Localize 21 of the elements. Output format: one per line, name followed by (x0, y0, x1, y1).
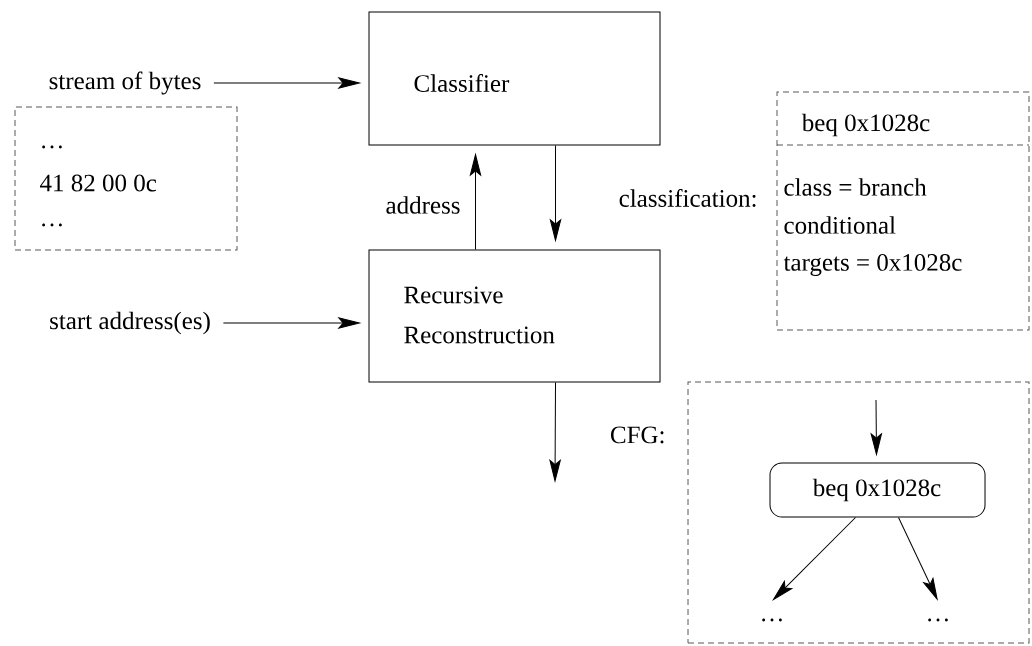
arrow (549, 145, 562, 241)
arrow (898, 517, 938, 600)
ellipsis-text: … (928, 618, 948, 622)
data-box: beq 0x1028c class = branch conditional targets = 0x1028c (776, 91, 1030, 331)
edge-label: classification: (616, 187, 760, 209)
basic-block: beq 0x1028c (769, 462, 986, 518)
arrow (222, 317, 360, 329)
input-label: start address(es) (50, 311, 210, 335)
ellipsis-text: … (762, 618, 782, 622)
edge-label: CFG: (607, 424, 668, 446)
data-box: … 41 82 00 0c … (14, 106, 238, 251)
edge-label: address (383, 194, 463, 216)
process-box: Classifier (368, 11, 661, 146)
arrow (549, 382, 561, 482)
arrow (772, 517, 856, 601)
process-box: Recursive Reconstruction (368, 249, 661, 383)
arrow (870, 399, 882, 455)
arrow (469, 154, 482, 250)
graph-box (687, 381, 1030, 644)
input-label: stream of bytes (49, 71, 201, 95)
arrow (213, 77, 360, 89)
